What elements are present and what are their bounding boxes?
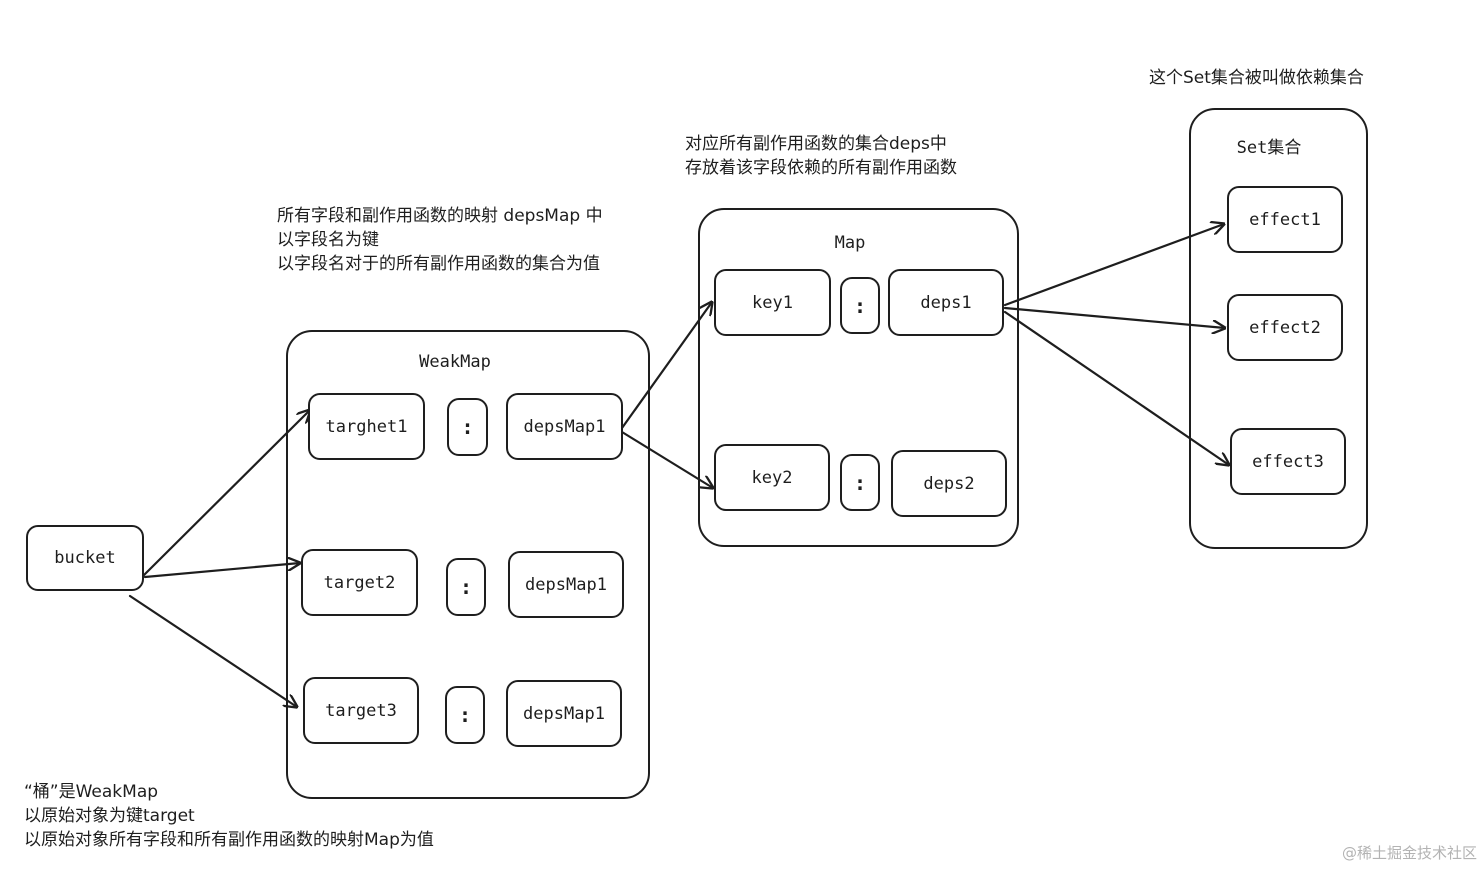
weakmap-sep-3: : bbox=[445, 686, 485, 744]
map-key-1: key1 bbox=[714, 269, 831, 336]
set-title: Set集合 bbox=[1236, 138, 1302, 158]
set-item-2: effect2 bbox=[1227, 294, 1343, 361]
weakmap-sep-2: : bbox=[446, 558, 486, 616]
arrow-depsmap1-to-key1 bbox=[620, 302, 712, 430]
arrow-bucket-to-target3 bbox=[128, 594, 297, 707]
depsmap-note-line-1: 所有字段和副作用函数的映射 depsMap 中 bbox=[277, 206, 603, 226]
depsmap-note: 所有字段和副作用函数的映射 depsMap 中 以字段名为键 以字段名对于的所有… bbox=[277, 204, 603, 276]
arrow-bucket-to-target1 bbox=[141, 410, 310, 578]
arrow-deps1-to-effect3 bbox=[1003, 310, 1229, 465]
weakmap-value-3: depsMap1 bbox=[506, 680, 622, 747]
bucket-note-line-2: 以原始对象为键target bbox=[24, 806, 195, 826]
weakmap-value-1: depsMap1 bbox=[506, 393, 623, 460]
weakmap-value-2: depsMap1 bbox=[508, 551, 624, 618]
set-note-line: 这个Set集合被叫做依赖集合 bbox=[1149, 68, 1364, 88]
map-key-2: key2 bbox=[714, 444, 830, 511]
deps-note: 对应所有副作用函数的集合deps中 存放着该字段依赖的所有副作用函数 bbox=[685, 132, 957, 180]
bucket-note: “桶”是WeakMap 以原始对象为键target 以原始对象所有字段和所有副作… bbox=[24, 780, 434, 852]
depsmap-note-line-2: 以字段名为键 bbox=[277, 230, 379, 250]
weakmap-key-3: target3 bbox=[303, 677, 419, 744]
map-container bbox=[698, 208, 1019, 547]
map-title: Map bbox=[834, 233, 866, 253]
set-note: 这个Set集合被叫做依赖集合 bbox=[1149, 66, 1364, 90]
bucket-label: bucket bbox=[54, 548, 116, 568]
depsmap-note-line-3: 以字段名对于的所有副作用函数的集合为值 bbox=[277, 254, 600, 274]
map-value-2: deps2 bbox=[891, 450, 1007, 517]
bucket-node: bucket bbox=[26, 525, 144, 591]
weakmap-sep-1: : bbox=[447, 398, 488, 456]
set-item-1: effect1 bbox=[1227, 186, 1343, 253]
map-sep-2: : bbox=[840, 454, 880, 511]
set-container bbox=[1189, 108, 1368, 549]
weakmap-key-1: targhet1 bbox=[308, 393, 425, 460]
bucket-note-line-3: 以原始对象所有字段和所有副作用函数的映射Map为值 bbox=[24, 830, 434, 850]
arrow-bucket-to-target2 bbox=[143, 563, 300, 579]
weakmap-title: WeakMap bbox=[419, 352, 491, 372]
set-item-3: effect3 bbox=[1230, 428, 1346, 495]
deps-note-line-1: 对应所有副作用函数的集合deps中 bbox=[685, 134, 947, 154]
bucket-note-line-1: “桶”是WeakMap bbox=[24, 782, 159, 802]
arrow-depsmap1-to-key2 bbox=[620, 430, 713, 488]
map-value-1: deps1 bbox=[888, 269, 1004, 336]
deps-note-line-2: 存放着该字段依赖的所有副作用函数 bbox=[685, 158, 957, 178]
weakmap-key-2: target2 bbox=[301, 549, 418, 616]
arrow-deps1-to-effect1 bbox=[1003, 224, 1224, 307]
weakmap-container bbox=[286, 330, 650, 799]
map-sep-1: : bbox=[840, 277, 880, 334]
arrow-deps1-to-effect2 bbox=[1003, 306, 1225, 328]
watermark: @稀土掘金技术社区 bbox=[1341, 844, 1477, 862]
